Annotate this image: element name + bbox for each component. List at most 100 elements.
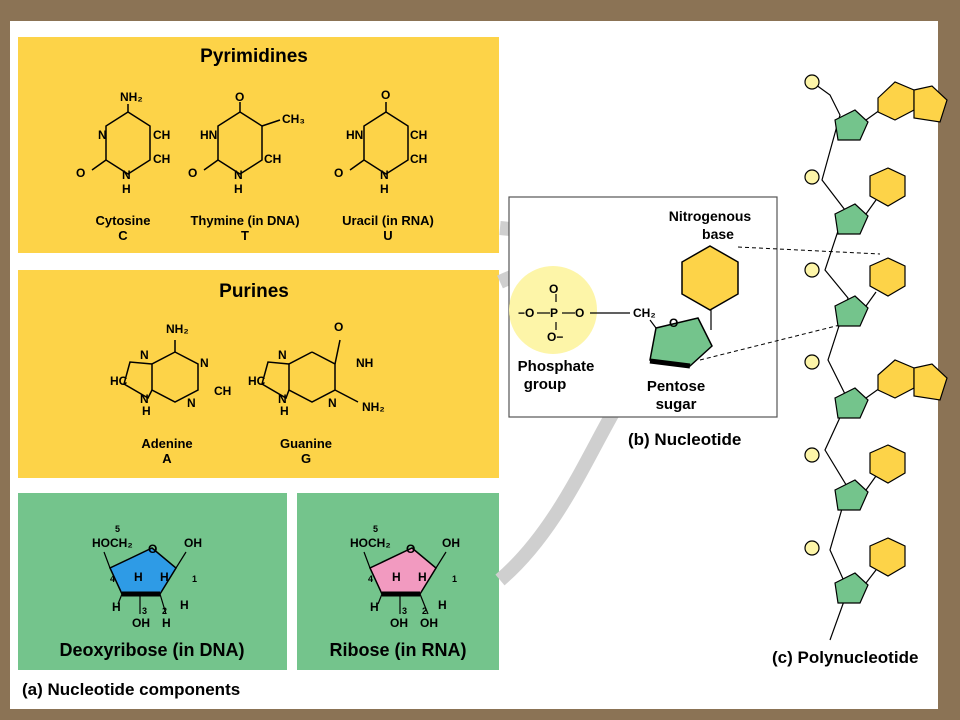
deoxyribose-h1: H [180,598,189,612]
thymine-h: H [234,182,243,196]
adenine-n9: N [140,392,149,406]
uracil-n1: N [380,168,389,182]
adenine-ch: CH [214,384,232,398]
adenine-n7: N [140,348,149,362]
ribose-hoch2: HOCH₂ [350,536,391,550]
cytosine-n1: N [122,168,131,182]
adenine-h: H [142,404,151,418]
uracil-ch5: CH [410,128,428,142]
guanine-h: H [280,404,289,418]
uracil-letter: U [383,228,393,243]
phosphate-circle [509,266,597,354]
ribose-oh2: OH [420,616,438,630]
phosphate-o-top: O [549,282,559,296]
nucleotide-caption: (b) Nucleotide [628,430,742,449]
deoxyribose-carbon-1: 1 [192,574,198,584]
thymine-hn: HN [200,128,218,142]
nitrogenous-base-label-1: Nitrogenous [668,208,752,224]
purines-heading: Purines [219,281,289,302]
phosphate-o-minus-bottom: O− [547,330,564,344]
deoxyribose-hoch2: HOCH₂ [92,536,133,550]
adenine-letter: A [162,451,172,466]
deoxyribose-h4: H [112,600,121,614]
cytosine-o: O [76,166,86,180]
cytosine-structure [91,104,151,175]
thymine-o2: O [188,166,198,180]
sugar-ring-o: O [669,316,679,330]
deoxyribose-carbon-2: 2 [162,606,168,616]
cytosine-n3: N [98,128,107,142]
cytosine-ch6: CH [153,152,171,166]
ribose-carbon-5: 5 [373,524,379,534]
phosphate-group-label-1: Phosphate [517,358,595,375]
cytosine-letter: C [118,228,128,243]
uracil-structure [349,102,409,175]
guanine-structure [261,339,359,403]
ribose-h1: H [438,598,447,612]
deoxyribose-oh1: OH [184,536,202,550]
phosphate-group-label-2: group [523,376,567,393]
thymine-ch3: CH₃ [282,112,305,126]
uracil-name: Uracil (in RNA) [342,213,434,228]
guanine-name: Guanine [279,436,333,451]
deoxyribose-h-left: H [134,570,143,584]
deoxyribose-h2: H [162,616,171,630]
ribose-h-right: H [418,570,427,584]
thymine-ch: CH [264,152,282,166]
guanine-nh: NH [356,356,374,370]
ribose-carbon-4: 4 [368,574,374,584]
cytosine-nh2: NH₂ [120,90,143,104]
thymine-structure [203,102,281,175]
uracil-ch6: CH [410,152,428,166]
uracil-h: H [380,182,389,196]
cytosine-name: Cytosine [95,213,151,228]
purines-panel [18,270,499,478]
sugar-ch2: CH₂ [633,306,656,320]
phosphate-o-minus-left: −O [518,306,535,320]
phosphate-o-right: O [575,306,585,320]
guanine-hc: HC [248,374,266,388]
deoxyribose-h-right: H [160,570,169,584]
adenine-name: Adenine [141,436,193,451]
cytosine-ch5: CH [153,128,171,142]
phosphate-p: P [550,306,559,320]
nitrogenous-base-label-2: base [702,226,734,242]
polynucleotide-chain [804,74,948,641]
ribose-h4: H [370,600,379,614]
polynucleotide-caption: (c) Polynucleotide [772,648,919,667]
ribose-carbon-3: 3 [402,606,408,616]
thymine-n1: N [234,168,243,182]
uracil-hn: HN [346,128,364,142]
deoxyribose-carbon-5: 5 [115,524,121,534]
ribose-h-left: H [392,570,401,584]
deoxyribose-carbon-4: 4 [110,574,116,584]
ribose-carbon-1: 1 [452,574,458,584]
pentose-pentagon [649,317,713,367]
deoxyribose-carbon-3: 3 [142,606,148,616]
pentose-sugar-label-1: Pentose [646,378,706,395]
deoxyribose-name: Deoxyribose (in DNA) [59,640,245,660]
thymine-name: Thymine (in DNA) [190,213,300,228]
pyrimidines-panel [18,37,499,253]
guanine-n9: N [278,392,287,406]
ribose-oh1: OH [442,536,460,550]
deoxyribose-oh3: OH [132,616,150,630]
guanine-letter: G [300,451,312,466]
adenine-n1: N [200,356,209,370]
adenine-structure [123,340,199,403]
ribose-name: Ribose (in RNA) [329,640,467,660]
pentose-sugar-label-2: sugar [655,396,697,413]
pyrimidines-heading: Pyrimidines [200,46,308,67]
guanine-n7: N [278,348,287,362]
thymine-letter: T [241,228,249,243]
thymine-o4: O [235,90,245,104]
ribose-o: O [406,542,416,556]
adenine-n3: N [187,396,196,410]
phosphate-bonds [537,294,575,330]
cytosine-h: H [122,182,131,196]
uracil-o2: O [334,166,344,180]
guanine-o: O [334,320,344,334]
guanine-nh2: NH₂ [362,400,385,414]
